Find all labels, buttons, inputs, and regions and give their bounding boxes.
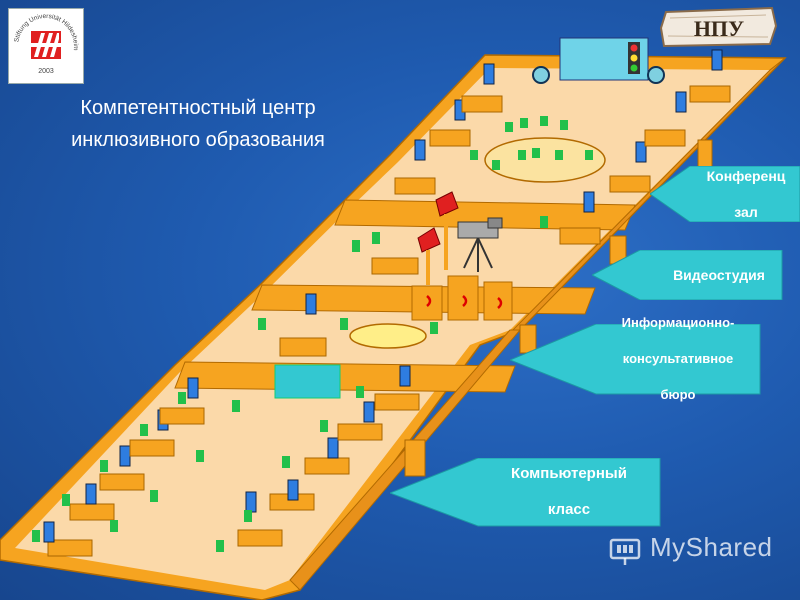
callout-video-arrow: [592, 250, 783, 300]
callout-computer-arrow: [390, 458, 661, 527]
spotlight-2-icon: [417, 227, 441, 253]
university-logo: Stiftung Universität Hildesheim 2003: [8, 8, 84, 84]
callout-info: Информационно- консультативное бюро: [596, 315, 760, 402]
myshared-logo-icon: [609, 538, 641, 565]
logo-year: 2003: [38, 68, 54, 75]
callout-computer-line2: класс: [547, 501, 591, 518]
spotlight-1-icon: [435, 191, 459, 217]
workstations: [32, 49, 731, 557]
classroom-board: [274, 364, 341, 399]
callout-conference-line1: Конференц: [706, 168, 786, 184]
callout-info-line2: консультативное: [622, 351, 734, 366]
callout-info-line1: Информационно-: [621, 315, 735, 330]
npu-sign: НПУ: [659, 6, 778, 48]
title-line-2: инклюзивного образования: [71, 129, 325, 151]
info-desks: [411, 275, 513, 321]
wall-info: [174, 361, 516, 393]
title-line-1: Компетентностный центр: [80, 97, 316, 119]
video-camera-icon: [457, 217, 503, 272]
callout-video-line1: Видеостудия: [673, 267, 765, 283]
callout-info-arrow: [510, 324, 761, 395]
callout-computer: Компьютерный класс: [478, 460, 660, 524]
info-round-table: [349, 323, 427, 349]
callout-video: Видеостудия: [656, 252, 782, 298]
logo-emblem: [31, 31, 61, 59]
callout-conference-arrow: [650, 166, 800, 222]
speaker-right: [647, 66, 665, 84]
speaker-left: [532, 66, 550, 84]
page-title: Компетентностный центр инклюзивного обра…: [8, 92, 388, 156]
conference-table: [484, 137, 606, 183]
callout-conference: Конференц зал: [692, 168, 800, 220]
callout-conference-line2: зал: [734, 204, 758, 220]
callout-info-line3: бюро: [660, 387, 696, 402]
npu-sign-text: НПУ: [694, 16, 744, 41]
callout-computer-line1: Компьютерный: [511, 465, 627, 482]
myshared-watermark: MyShared: [650, 532, 773, 562]
wall-conference: [334, 199, 636, 231]
